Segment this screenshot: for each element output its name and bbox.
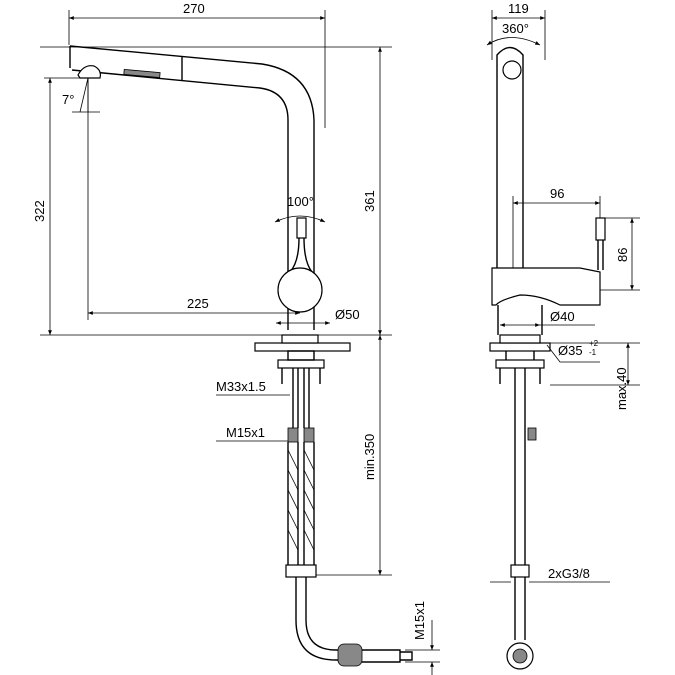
dim-225: 225 xyxy=(187,296,209,311)
base-plate xyxy=(254,342,351,352)
base-ring xyxy=(281,334,319,344)
dim-86: 86 xyxy=(615,248,630,262)
spray-head xyxy=(77,65,101,79)
hose-connector xyxy=(362,649,413,663)
mounting-studs xyxy=(281,368,321,384)
label-m15x1: M15x1 xyxy=(226,425,265,440)
side-body xyxy=(491,267,601,306)
dim-119: 119 xyxy=(508,1,529,16)
mounting-plate xyxy=(277,359,325,369)
front-view: 270 361 322 225 7° 100° Ø50 M33x1.5 M15x… xyxy=(32,1,440,675)
spray-button xyxy=(123,69,161,78)
lever-stem xyxy=(289,237,313,273)
label-2xg3-8: 2xG3/8 xyxy=(548,566,590,581)
dim-360-deg: 360° xyxy=(502,21,529,36)
label-m33x1-5: M33x1.5 xyxy=(216,379,266,394)
lever-ball xyxy=(277,267,323,313)
spout-outline xyxy=(69,45,315,330)
side-view: 119 360° 96 86 Ø40 Ø35 +2 -1 max.40 2xG3… xyxy=(486,1,640,670)
braided-hoses xyxy=(287,442,315,565)
shank xyxy=(287,350,315,361)
dim-7-deg: 7° xyxy=(62,92,74,107)
tolerance-upper: +2 xyxy=(589,339,599,348)
hose-nut-left xyxy=(287,427,299,443)
side-hoses xyxy=(514,368,526,640)
dim-max-40: max.40 xyxy=(614,367,629,410)
dim-322: 322 xyxy=(32,200,47,222)
shank-pipes xyxy=(292,368,310,428)
dim-96: 96 xyxy=(550,186,564,201)
hose-end-fittings xyxy=(285,564,317,578)
spray-head-side xyxy=(502,60,522,80)
tolerance-lower: -1 xyxy=(589,348,597,357)
dim-270: 270 xyxy=(183,1,205,16)
lever-handle xyxy=(296,217,307,239)
side-lever xyxy=(595,217,606,241)
hose-braid-pattern xyxy=(287,449,315,551)
dim-diameter-50: Ø50 xyxy=(335,307,360,322)
dim-100-deg: 100° xyxy=(287,194,314,209)
dim-361: 361 xyxy=(362,190,377,212)
column-outline xyxy=(496,46,524,270)
dim-m15x1-hose-end: M15x1 xyxy=(412,601,427,640)
dim-diameter-35: Ø35 xyxy=(558,343,583,358)
dim-min-350: min.350 xyxy=(362,434,377,480)
shower-hose xyxy=(295,577,345,661)
hose-weight xyxy=(337,643,363,667)
side-base-plate xyxy=(489,342,551,352)
dim-diameter-40: Ø40 xyxy=(550,309,575,324)
hose-nut-right xyxy=(303,427,315,443)
